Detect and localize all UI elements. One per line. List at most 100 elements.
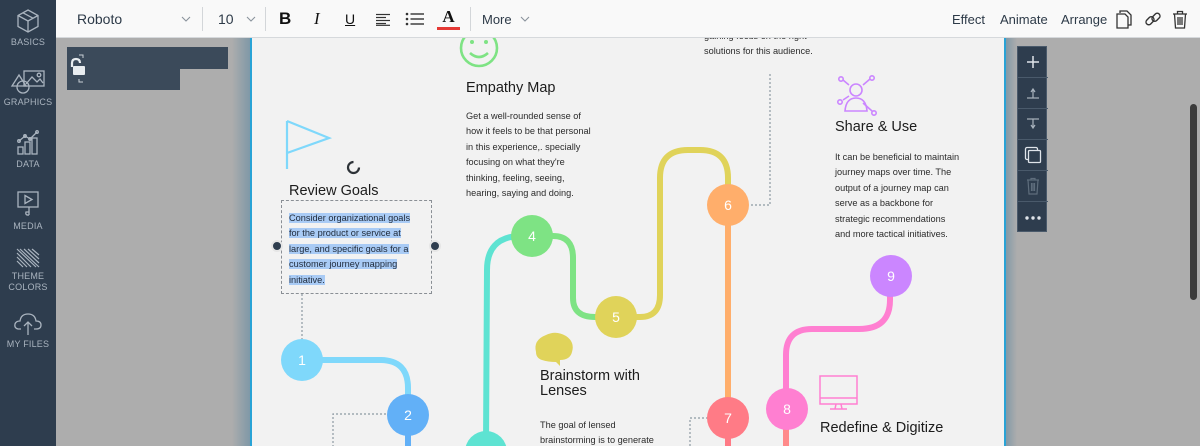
sidebar-item-theme-colors[interactable]: THEME COLORS [0,248,56,293]
bullet-list-icon [405,12,424,26]
lock-open-icon[interactable] [69,53,91,87]
more-options-button[interactable] [1018,202,1048,233]
text-line: focusing on what they're [466,157,565,168]
align-button[interactable] [375,0,391,38]
text-line: It can be beneficial to maintain [835,152,960,162]
sidebar-item-label: THEME [11,271,45,281]
text-line: output of a journey map can [835,182,949,193]
cube-icon [17,9,39,33]
brainstorm-title[interactable]: Brainstorm with Lenses [540,369,640,399]
share-use-title[interactable]: Share & Use [835,119,918,135]
sidebar-item-label: COLORS [8,282,48,292]
font-size-select[interactable]: 10 [218,0,258,38]
sidebar-item-label: GRAPHICS [3,97,53,107]
stripes-icon [16,248,40,268]
delete-button[interactable] [1172,0,1188,38]
italic-button[interactable]: I [314,0,320,38]
text-line: journey maps over time. The [835,167,952,178]
sidebar-item-data[interactable]: DATA [0,130,56,170]
effect-label: Effect [952,11,986,27]
delete-layer-button[interactable] [1018,171,1048,202]
left-sidebar: BASICS GRAPHICS DATA MEDIA THEME COLORS … [0,0,56,446]
trash-icon [1173,10,1187,29]
text-line: large, and specific goals for a [289,243,409,254]
review-goals-body[interactable]: Consider organizational goals for the pr… [289,211,429,288]
chevron-down-icon [246,16,256,22]
sidebar-item-graphics[interactable]: GRAPHICS [0,68,56,108]
text-line: serve as a backbone for [835,198,934,209]
text-line: solutions for this audience. [704,46,813,57]
duplicate-button[interactable] [1018,140,1048,171]
layer-tools-panel [1017,46,1048,233]
text-line: Get a well-rounded sense of [466,111,581,121]
copy-button[interactable] [1116,0,1132,38]
more-label: More [482,11,512,27]
text-line: strategic recommendations [835,213,946,224]
chart-icon [17,130,39,155]
chevron-down-icon [181,16,191,22]
step-node-7[interactable]: 7 [707,397,749,439]
step-node-1[interactable]: 1 [281,339,323,381]
sidebar-item-my-files[interactable]: MY FILES [0,312,56,350]
font-color-icon: A [442,6,455,26]
resize-handle-left[interactable] [271,240,283,252]
sidebar-item-media[interactable]: MEDIA [0,190,56,232]
partial-text-top[interactable]: gaining focus on the right solutions for… [704,38,834,60]
step-node-2[interactable]: 2 [387,394,429,436]
send-backward-button[interactable] [1018,109,1048,140]
font-color-button[interactable]: A [437,0,460,38]
page-shadow [232,38,250,446]
empathy-map-body[interactable]: Get a well-rounded sense of how it feels… [466,109,616,201]
animate-button[interactable]: Animate [1000,0,1048,38]
share-use-body[interactable]: It can be beneficial to maintain journey… [835,150,985,242]
page-shadow [1005,38,1017,446]
brainstorm-body[interactable]: The goal of lensed brainstorming is to g… [540,418,680,446]
step-node-8[interactable]: 8 [766,388,808,430]
step-node-4[interactable]: 4 [511,215,553,257]
review-goals-title[interactable]: Review Goals [289,183,379,199]
underline-button[interactable]: U [345,0,355,38]
text-line: and more tactical initiatives. [835,229,948,240]
vertical-scrollbar[interactable] [1190,104,1197,300]
effect-button[interactable]: Effect [952,0,985,38]
step-number: 7 [724,410,732,426]
text-line: hearing, saying and doing. [466,188,574,199]
bring-forward-button[interactable] [1018,78,1048,109]
text-line: Consider organizational goals [289,213,411,223]
link-icon [1145,12,1161,26]
step-node-6[interactable]: 6 [707,184,749,226]
step-node-9[interactable]: 9 [870,255,912,297]
text-line: The goal of lensed [540,420,616,430]
step-node-5[interactable]: 5 [595,296,637,338]
sidebar-item-label: DATA [16,159,40,169]
step-number: 8 [783,401,791,417]
chevron-down-icon [520,16,530,22]
step-number: 9 [887,268,895,284]
resize-handle-right[interactable] [429,240,441,252]
sidebar-item-basics[interactable]: BASICS [0,8,56,48]
step-number: 4 [528,228,536,244]
media-icon [17,191,39,216]
toolbar-divider [265,7,266,31]
animate-label: Animate [1000,11,1048,27]
text-line: customer journey mapping [289,259,398,270]
empathy-map-title[interactable]: Empathy Map [466,80,556,96]
copy-icon [1116,9,1132,29]
align-left-icon [376,13,390,26]
font-family-value: Roboto [77,11,123,27]
list-button[interactable] [405,0,425,38]
text-line: brainstorming is to generate [540,435,654,446]
bold-button[interactable]: B [279,0,291,38]
top-toolbar: Roboto 10 B I U A More [56,0,1200,38]
link-button[interactable] [1144,0,1162,38]
cloud-upload-icon [14,313,42,335]
add-button[interactable] [1018,47,1048,78]
text-line: how it feels to be that personal [466,126,591,137]
font-family-select[interactable]: Roboto [77,0,197,38]
step-number: 5 [612,309,620,325]
redefine-title[interactable]: Redefine & Digitize [820,420,944,436]
arrange-button[interactable]: Arrange [1061,0,1107,38]
more-dropdown[interactable]: More [482,0,530,38]
trash-icon [1027,177,1039,195]
send-backward-icon [1027,118,1039,130]
